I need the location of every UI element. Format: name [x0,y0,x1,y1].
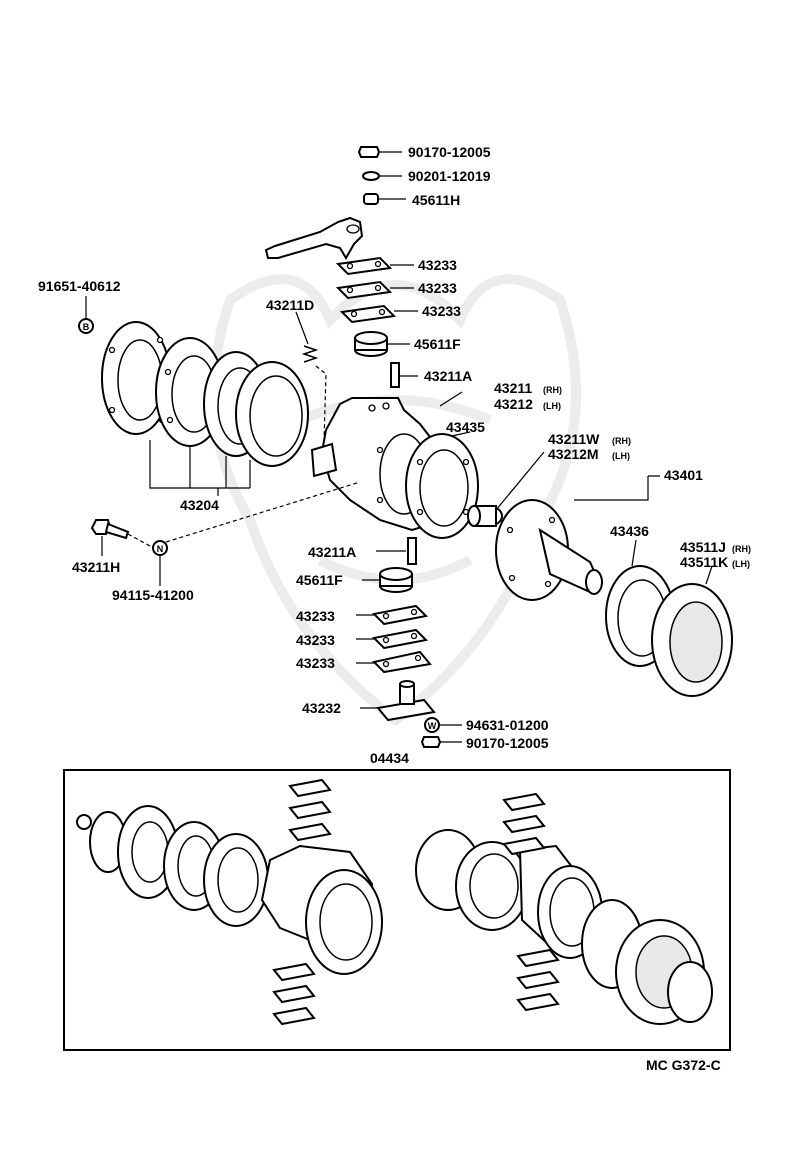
label-43435: 43435 [446,419,485,435]
label-43233-a: 43233 [418,257,457,273]
label-43233-f: 43233 [296,655,335,671]
bolt-91651-40612[interactable]: B [78,296,94,334]
kit-right-shims[interactable] [502,792,560,1012]
nut-90170-12005-top[interactable] [357,146,402,158]
shim-43233-c[interactable] [339,304,418,324]
label-43401: 43401 [664,467,703,483]
label-43511K: 43511K [680,554,728,570]
nut-90170-12005-bottom[interactable] [420,736,462,748]
bushing-43211W[interactable] [467,451,545,527]
washer-90201-12019[interactable] [362,171,402,181]
label-43436: 43436 [610,523,649,539]
label-43211-rh: (RH) [543,385,562,395]
label-45611F-bottom: 45611F [296,572,343,588]
label-43212-lh: (LH) [543,401,561,411]
label-94631-01200: 94631-01200 [466,717,549,733]
spindle-43401[interactable] [495,475,660,601]
label-43204: 43204 [180,497,219,513]
cone-45611H[interactable] [363,193,406,205]
label-43212M: 43212M [548,446,599,462]
label-43232: 43232 [302,700,341,716]
bracket-43204 [149,440,251,496]
svg-text:B: B [83,322,90,332]
kit-left-assembly[interactable] [76,805,383,975]
steering-knuckle-arm[interactable] [264,216,364,260]
label-43233-d: 43233 [296,608,335,624]
label-43211W-rh: (RH) [612,436,631,446]
label-90201-12019: 90201-12019 [408,168,491,184]
bearing-45611F-top[interactable] [354,331,410,357]
seal-ring-43204[interactable] [235,361,309,467]
shim-43233-d[interactable] [356,604,429,626]
washer-94631-01200[interactable]: W [424,717,462,733]
label-43211A-top: 43211A [424,368,472,384]
stud-43211A-top[interactable] [390,362,418,388]
label-43212M-lh: (LH) [612,451,630,461]
shim-43233-a[interactable] [335,256,414,276]
kit-right-assembly[interactable] [415,829,713,1025]
bearing-45611F-bottom[interactable] [362,567,413,593]
label-43511K-lh: (LH) [732,559,750,569]
dust-cover-43511J[interactable] [651,565,733,697]
label-43211: 43211 [494,380,532,396]
label-43511J: 43511J [680,539,726,555]
spring-43211D[interactable] [295,311,327,441]
nut-94115-41200[interactable]: N [152,540,168,586]
label-91651-40612: 91651-40612 [38,278,121,294]
gasket-43435[interactable] [405,431,479,539]
label-90170-12005-top: 90170-12005 [408,144,491,160]
svg-text:N: N [157,544,164,554]
svg-text:W: W [428,721,437,731]
label-43233-e: 43233 [296,632,335,648]
shim-43233-f[interactable] [356,650,432,674]
label-43211H: 43211H [72,559,120,575]
shim-43233-e[interactable] [356,628,429,650]
label-45611H: 45611H [412,192,460,208]
label-43212: 43212 [494,396,533,412]
stud-43211A-bottom[interactable] [376,537,417,565]
bearing-cap-43232[interactable] [360,680,436,722]
label-43233-c: 43233 [422,303,461,319]
bolt-43211H[interactable] [90,519,151,556]
kit-left-shims[interactable] [272,778,332,1026]
label-94115-41200: 94115-41200 [112,587,194,603]
label-43511J-rh: (RH) [732,544,751,554]
label-04434: 04434 [370,750,409,766]
gasket-kit-box-04434 [63,769,731,1051]
label-43233-b: 43233 [418,280,457,296]
label-43211D: 43211D [266,297,314,313]
label-45611F-top: 45611F [414,336,461,352]
label-43211W: 43211W [548,431,600,447]
shim-43233-b[interactable] [335,280,414,300]
label-90170-12005-bottom: 90170-12005 [466,735,549,751]
diagram-code: MC G372-C [646,1057,721,1073]
label-43211A-bottom: 43211A [308,544,356,560]
